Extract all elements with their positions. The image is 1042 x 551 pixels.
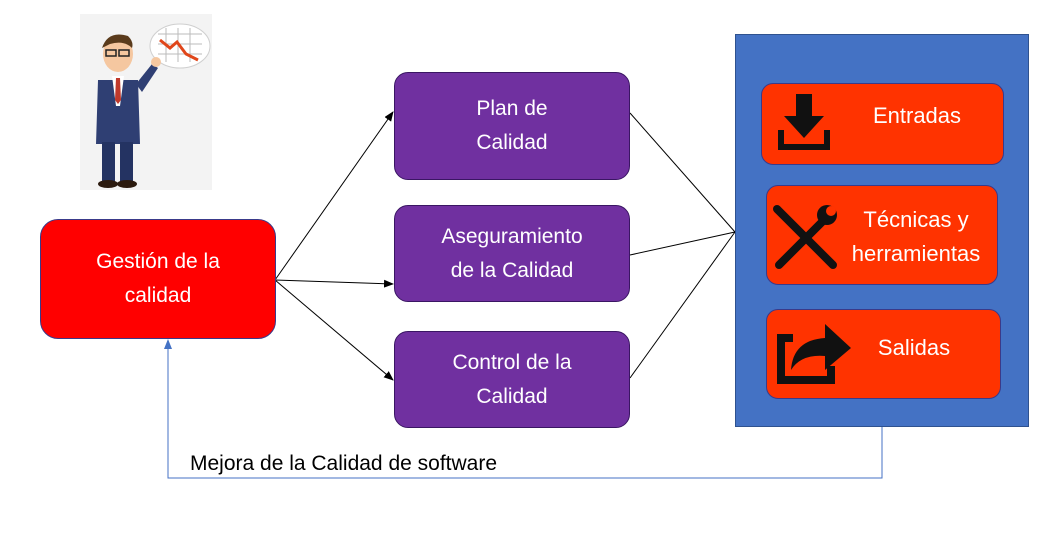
gestion-calidad-line1: Gestión de la	[96, 250, 220, 273]
arrow-to-aseguramiento	[274, 279, 394, 288]
gestion-calidad-node: Gestión de la calidad	[40, 219, 276, 339]
entradas-item: Entradas	[761, 83, 1004, 165]
feedback-line	[164, 339, 883, 479]
tecnicas-herramientas-item: Técnicas y herramientas	[766, 185, 998, 285]
businessman-illustration	[80, 14, 212, 190]
feedback-label: Mejora de la Calidad de software	[190, 452, 498, 475]
aseguramiento-line1: Aseguramiento	[441, 224, 583, 248]
aseguramiento-calidad-node: Aseguramiento de la Calidad	[394, 205, 630, 302]
arrow-to-plan	[274, 111, 394, 281]
tecnicas-line1: Técnicas y	[863, 207, 969, 232]
download-icon	[778, 94, 830, 150]
plan-calidad-node: Plan de Calidad	[394, 72, 630, 180]
control-calidad-line2: Calidad	[476, 384, 548, 408]
control-calidad-node: Control de la Calidad	[394, 331, 630, 428]
businessman-icon	[96, 23, 211, 188]
entradas-label: Entradas	[872, 103, 962, 128]
line-control-to-panel	[629, 231, 736, 379]
line-aseguramiento-to-panel	[629, 231, 736, 256]
gestion-calidad-line2: calidad	[124, 284, 192, 307]
control-calidad-line1: Control de la	[452, 350, 572, 374]
plan-calidad-line2: Calidad	[476, 131, 548, 154]
tecnicas-line2: herramientas	[851, 241, 981, 266]
line-plan-to-panel	[629, 112, 736, 233]
tools-icon	[773, 205, 837, 269]
share-arrow-icon	[777, 324, 851, 384]
process-detail-panel: Entradas Técnicas y herramientas Salidas	[735, 34, 1029, 427]
aseguramiento-line2: de la Calidad	[450, 258, 574, 282]
arrow-to-control	[274, 279, 394, 381]
plan-calidad-line1: Plan de	[476, 97, 548, 120]
salidas-item: Salidas	[766, 309, 1001, 399]
salidas-label: Salidas	[877, 335, 951, 360]
